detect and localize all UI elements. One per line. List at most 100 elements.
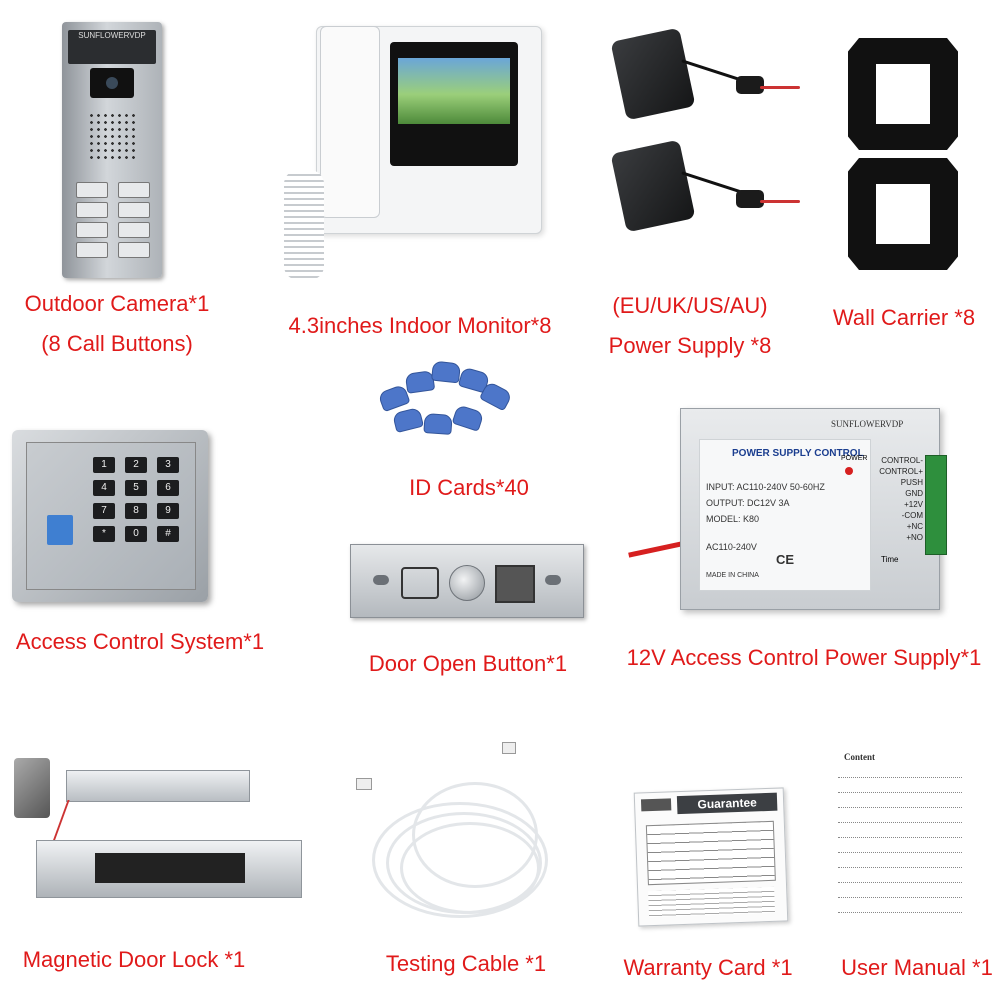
adapter-wire xyxy=(760,200,800,203)
toc-line xyxy=(838,836,962,838)
speaker-grille xyxy=(88,112,136,160)
magnetic-lock-image xyxy=(36,840,302,898)
warranty-card-caption: Warranty Card *1 xyxy=(623,955,793,980)
id-card-tag xyxy=(451,404,485,432)
user-manual-caption: User Manual *1 xyxy=(841,955,993,980)
power-adapter-icon xyxy=(610,27,696,121)
id-card-tag xyxy=(377,383,411,413)
cable-connector-icon xyxy=(356,778,372,790)
id-card-tag xyxy=(423,413,453,435)
psu-12v-caption: 12V Access Control Power Supply*1 xyxy=(626,645,982,670)
carrier-opening xyxy=(876,64,930,124)
caption-line: (EU/UK/US/AU) xyxy=(612,293,768,318)
terminal-label: CONTROL+ xyxy=(879,467,923,476)
psu-brand: SUNFLOWERVDP xyxy=(831,419,904,429)
cable-coil xyxy=(412,782,538,888)
psu-output: OUTPUT: DC12V 3A xyxy=(706,498,790,508)
magnet-face xyxy=(95,853,245,883)
adapter-wire xyxy=(760,86,800,89)
call-button xyxy=(118,182,150,198)
door-open-button-image xyxy=(350,544,584,618)
id-cards-caption: ID Cards*40 xyxy=(409,475,529,500)
coiled-cord xyxy=(284,170,324,280)
magnetic-lock-caption: Magnetic Door Lock *1 xyxy=(22,947,246,972)
id-cards-image xyxy=(377,360,514,442)
psu-ac: AC110-240V xyxy=(706,542,757,552)
door-icon xyxy=(495,565,535,603)
screw-slot xyxy=(373,575,389,585)
call-button xyxy=(76,222,108,238)
card-reader-icon xyxy=(47,515,73,545)
keypad-key: # xyxy=(157,526,179,542)
id-card-tag xyxy=(431,360,461,384)
manual-header: Content xyxy=(844,752,875,762)
toc-line xyxy=(838,791,962,793)
testing-cable-image xyxy=(352,742,562,928)
screws-pack-image xyxy=(14,758,50,818)
user-manual-image: Content xyxy=(826,752,976,922)
caption-line: (8 Call Buttons) xyxy=(41,330,193,356)
push-button-icon xyxy=(449,565,485,601)
testing-cable-caption: Testing Cable *1 xyxy=(385,951,547,976)
toc-line xyxy=(838,776,962,778)
monitor-screen xyxy=(398,58,510,124)
power-led-icon xyxy=(845,467,853,475)
keypad-key: 9 xyxy=(157,503,179,519)
warranty-terms xyxy=(648,886,775,918)
cable-connector-icon xyxy=(502,742,516,754)
call-button xyxy=(76,242,108,258)
psu-12v-image: SUNFLOWERVDP POWER SUPPLY CONTROL INPUT:… xyxy=(680,408,947,610)
door-open-button-caption: Door Open Button*1 xyxy=(368,651,568,676)
camera-brand-label: SUNFLOWERVDP xyxy=(68,30,156,64)
call-button xyxy=(76,182,108,198)
hand-push-icon xyxy=(401,567,439,599)
call-button xyxy=(76,202,108,218)
toc-line xyxy=(838,866,962,868)
screw-slot xyxy=(545,575,561,585)
power-adapter-icon xyxy=(610,139,696,233)
terminal-label: +NO xyxy=(906,533,923,542)
lock-wires xyxy=(52,800,240,842)
keypad-key: 0 xyxy=(125,526,147,542)
power-led-label: POWER xyxy=(841,455,868,462)
wall-carrier-caption: Wall Carrier *8 xyxy=(832,305,976,330)
terminal-label: GND xyxy=(905,489,923,498)
wall-carrier-image xyxy=(848,158,958,270)
manual-toc xyxy=(826,776,976,913)
warranty-card-image: Guarantee xyxy=(633,787,789,927)
toc-line xyxy=(838,851,962,853)
terminal-label: -COM xyxy=(901,511,923,520)
toc-line xyxy=(838,821,962,823)
keypad-key: 8 xyxy=(125,503,147,519)
toc-line xyxy=(838,911,962,913)
ferrite-core xyxy=(736,190,764,208)
ce-mark-icon: CE xyxy=(776,552,795,567)
keypad-key: 2 xyxy=(125,457,147,473)
call-button xyxy=(118,242,150,258)
keypad-key: 1 xyxy=(93,457,115,473)
caption-line: Power Supply *8 xyxy=(608,332,772,358)
psu-title: POWER SUPPLY CONTROL xyxy=(732,448,864,459)
terminal-label: +12V xyxy=(904,500,923,509)
call-button xyxy=(118,202,150,218)
camera-lens-icon xyxy=(90,68,134,98)
call-button xyxy=(118,222,150,238)
barcode-icon xyxy=(640,798,672,812)
keypad-key: 5 xyxy=(125,480,147,496)
terminal-block xyxy=(925,455,947,555)
carrier-opening xyxy=(876,184,930,244)
terminal-label: +NC xyxy=(906,522,923,531)
warranty-card-header: Guarantee xyxy=(676,792,778,815)
time-label: Time xyxy=(881,555,899,564)
access-control-caption: Access Control System*1 xyxy=(15,629,265,654)
psu-model: MODEL: K80 xyxy=(706,514,760,524)
psu-made-in: MADE IN CHINA xyxy=(706,572,759,579)
wall-carrier-image xyxy=(848,38,958,150)
psu-label-panel: POWER SUPPLY CONTROL INPUT: AC110-240V 5… xyxy=(699,439,871,591)
psu-input: INPUT: AC110-240V 50-60HZ xyxy=(706,482,825,492)
terminal-label: CONTROL- xyxy=(881,456,923,465)
keypad-key: * xyxy=(93,526,115,542)
